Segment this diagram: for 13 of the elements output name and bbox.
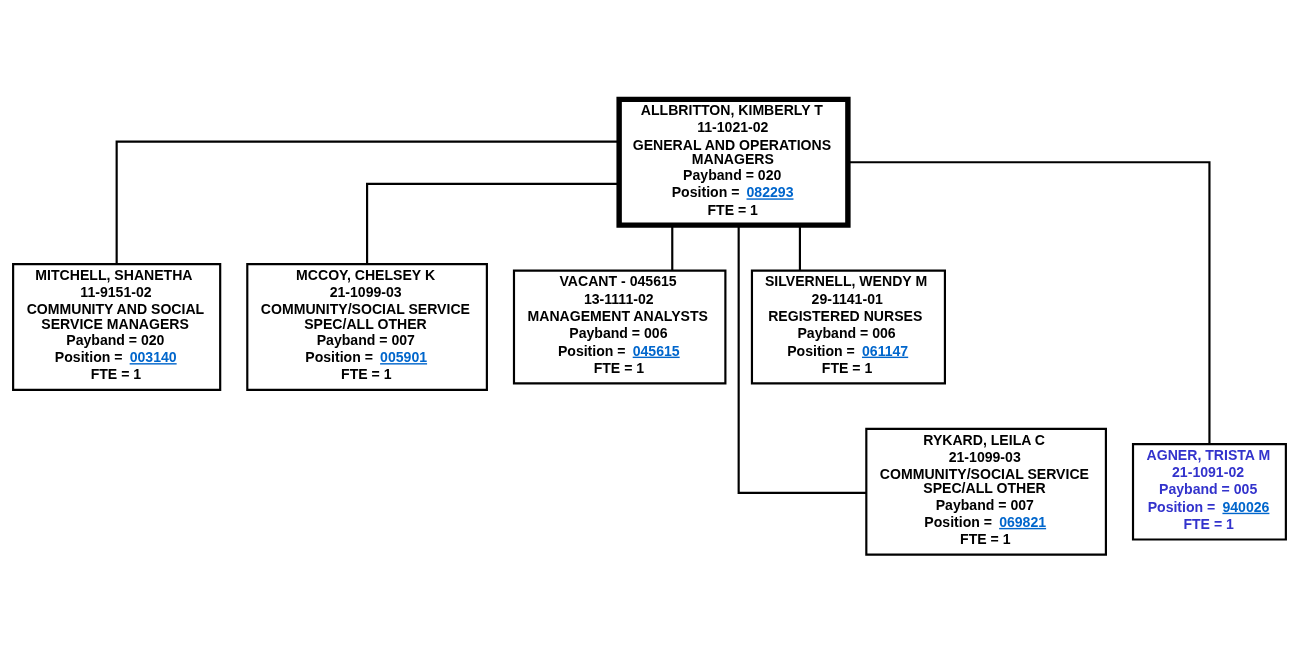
- connector: [366, 182, 620, 264]
- node-box: SILVERNELL, WENDY M 29-1141-01 REGISTERED NURSES Payband = 006 Position = 061147 FTE = 1: [750, 269, 946, 385]
- connector: [848, 161, 1211, 444]
- connector: [798, 225, 801, 271]
- node-box: MITCHELL, SHANETHA 11-9151-02 COMMUNITY AND SOCIAL SERVICE MANAGERS Payband = 020 Position = 003140 FTE = 1: [12, 263, 222, 391]
- node-box: MCCOY, CHELSEY K 21-1099-03 COMMUNITY/SOCIAL SERVICE SPEC/ALL OTHER Payband = 007 Position = 005901 FTE = 1: [246, 263, 488, 391]
- node-box: AGNER, TRISTA M 21-1091-02 Payband = 005 Position = 940026 FTE = 1: [1131, 443, 1287, 541]
- connector: [671, 225, 674, 271]
- node-box: RYKARD, LEILA C 21-1099-03 COMMUNITY/SOCIAL SERVICE SPEC/ALL OTHER Payband = 007 Position = 069821 FTE = 1: [865, 427, 1107, 556]
- connector: [115, 140, 619, 264]
- node-box: ALLBRITTON, KIMBERLY T 11-1021-02 GENERAL AND OPERATIONS MANAGERS Payband = 020 Position = 082293 FTE = 1: [616, 96, 851, 228]
- node-box: VACANT - 045615 13-1111-02 MANAGEMENT ANALYSTS Payband = 006 Position = 045615 FTE = 1: [512, 269, 727, 385]
- connector: [737, 225, 866, 494]
